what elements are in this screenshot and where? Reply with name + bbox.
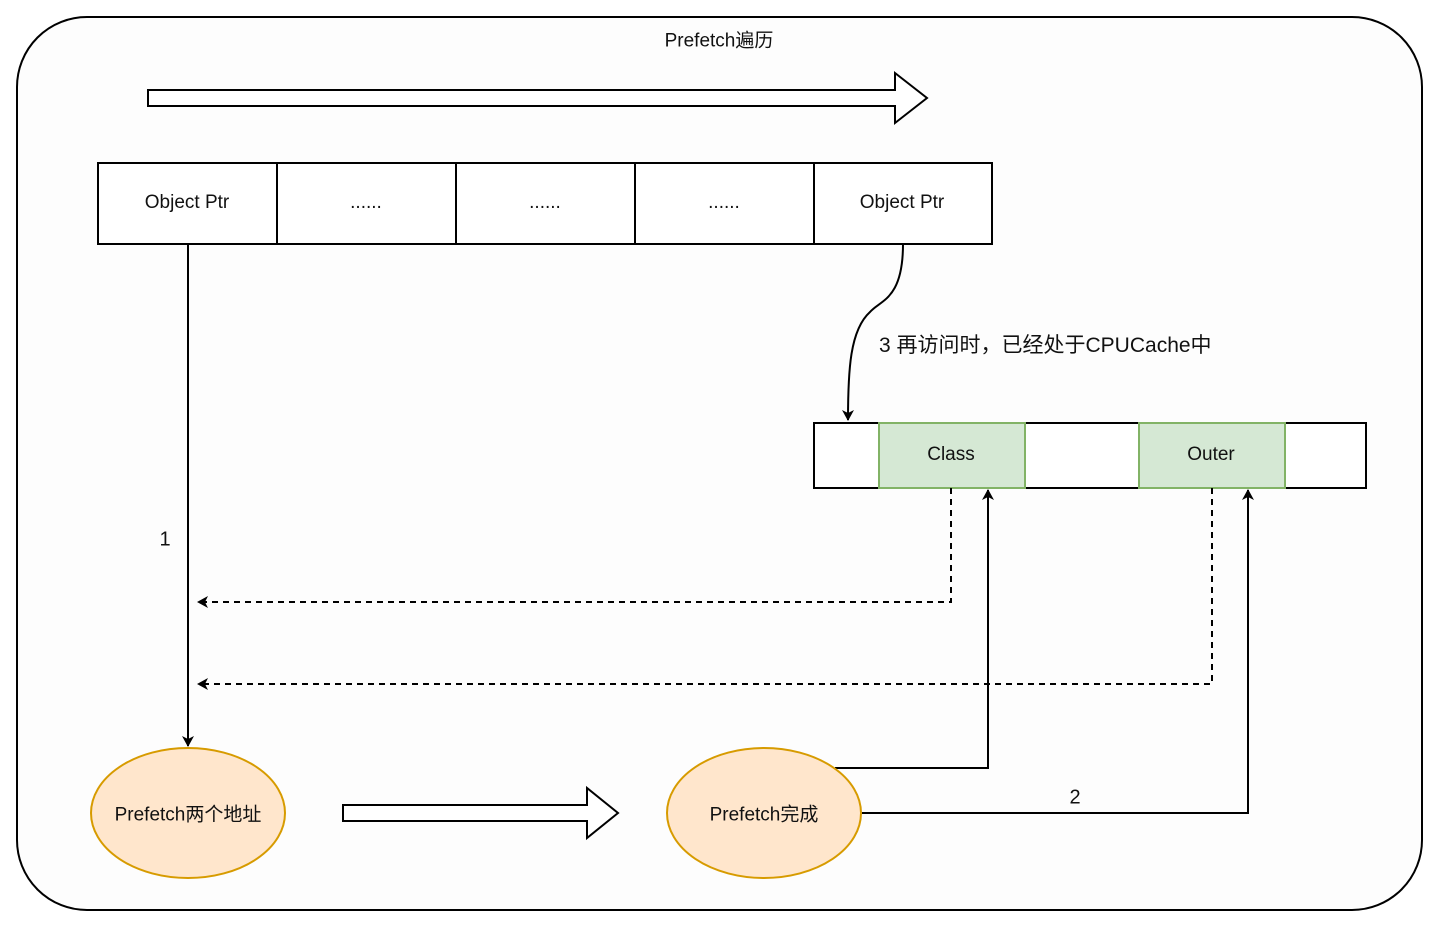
node-prefetch-done — [666, 747, 862, 879]
pointer-cell-1: Object Ptr — [144, 192, 230, 213]
class-label: Class — [927, 444, 975, 465]
dashed-edge-outer — [197, 488, 1213, 690]
dashed-edge-class — [197, 488, 952, 608]
edge-label-step1: 1 — [159, 528, 171, 551]
edge-label-step2: 2 — [1069, 786, 1081, 809]
pointer-cell-5: Object Ptr — [859, 192, 945, 213]
pointer-cell-3: ...... — [529, 192, 561, 213]
class-cell — [878, 422, 1026, 489]
node-label-prefetch-two-addresses: Prefetch两个地址 — [114, 804, 262, 826]
pointer-array — [97, 162, 993, 245]
node-prefetch-two-addresses — [90, 747, 286, 879]
node-label-prefetch-done: Prefetch完成 — [709, 804, 819, 826]
edge-step2 — [862, 489, 1254, 814]
object-memory — [813, 422, 1367, 489]
traversal-arrow-icon — [147, 70, 929, 126]
pointer-cell-2: ...... — [350, 192, 382, 213]
diagram-title: Prefetch遍历 — [664, 30, 774, 52]
edge-step3 — [842, 243, 904, 421]
outer-label: Outer — [1187, 444, 1235, 465]
edge-done-to-class — [835, 489, 994, 769]
pointer-cell-4: ...... — [708, 192, 740, 213]
edge-label-step3: 3 再访问时，已经处于CPUCache中 — [879, 334, 1212, 357]
progress-arrow-icon — [342, 785, 620, 841]
